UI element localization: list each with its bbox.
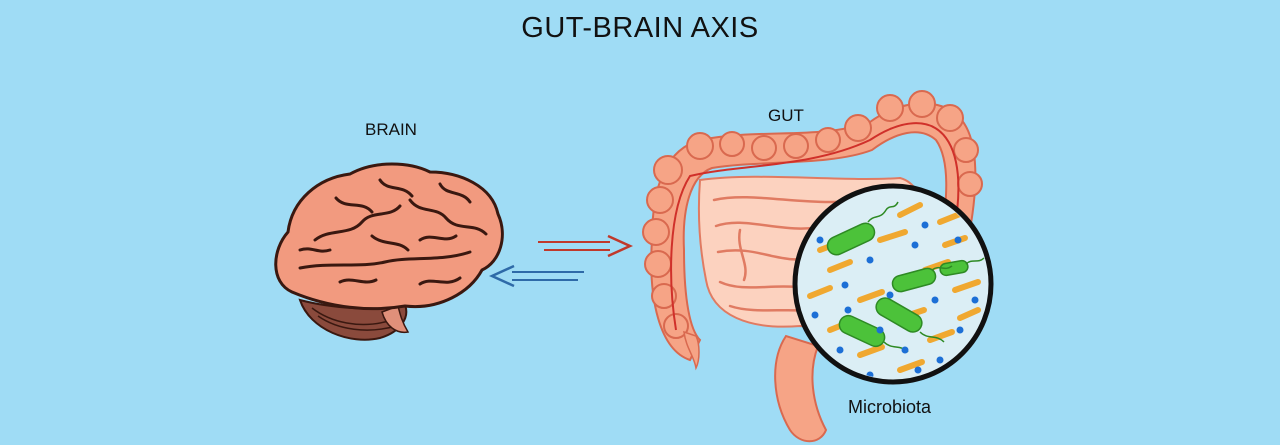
cerebrum	[274, 162, 504, 311]
magnifier-bacteria-icon	[792, 183, 994, 385]
arrow-brain-to-gut	[538, 234, 634, 258]
brain-icon	[274, 162, 504, 341]
gut-label: GUT	[768, 106, 804, 125]
microbiota-label: Microbiota	[848, 397, 932, 417]
arrow-gut-to-brain	[488, 264, 584, 288]
brain-label: BRAIN	[365, 120, 417, 139]
rectum	[774, 334, 828, 443]
diagram-title: GUT-BRAIN AXIS	[521, 12, 759, 44]
